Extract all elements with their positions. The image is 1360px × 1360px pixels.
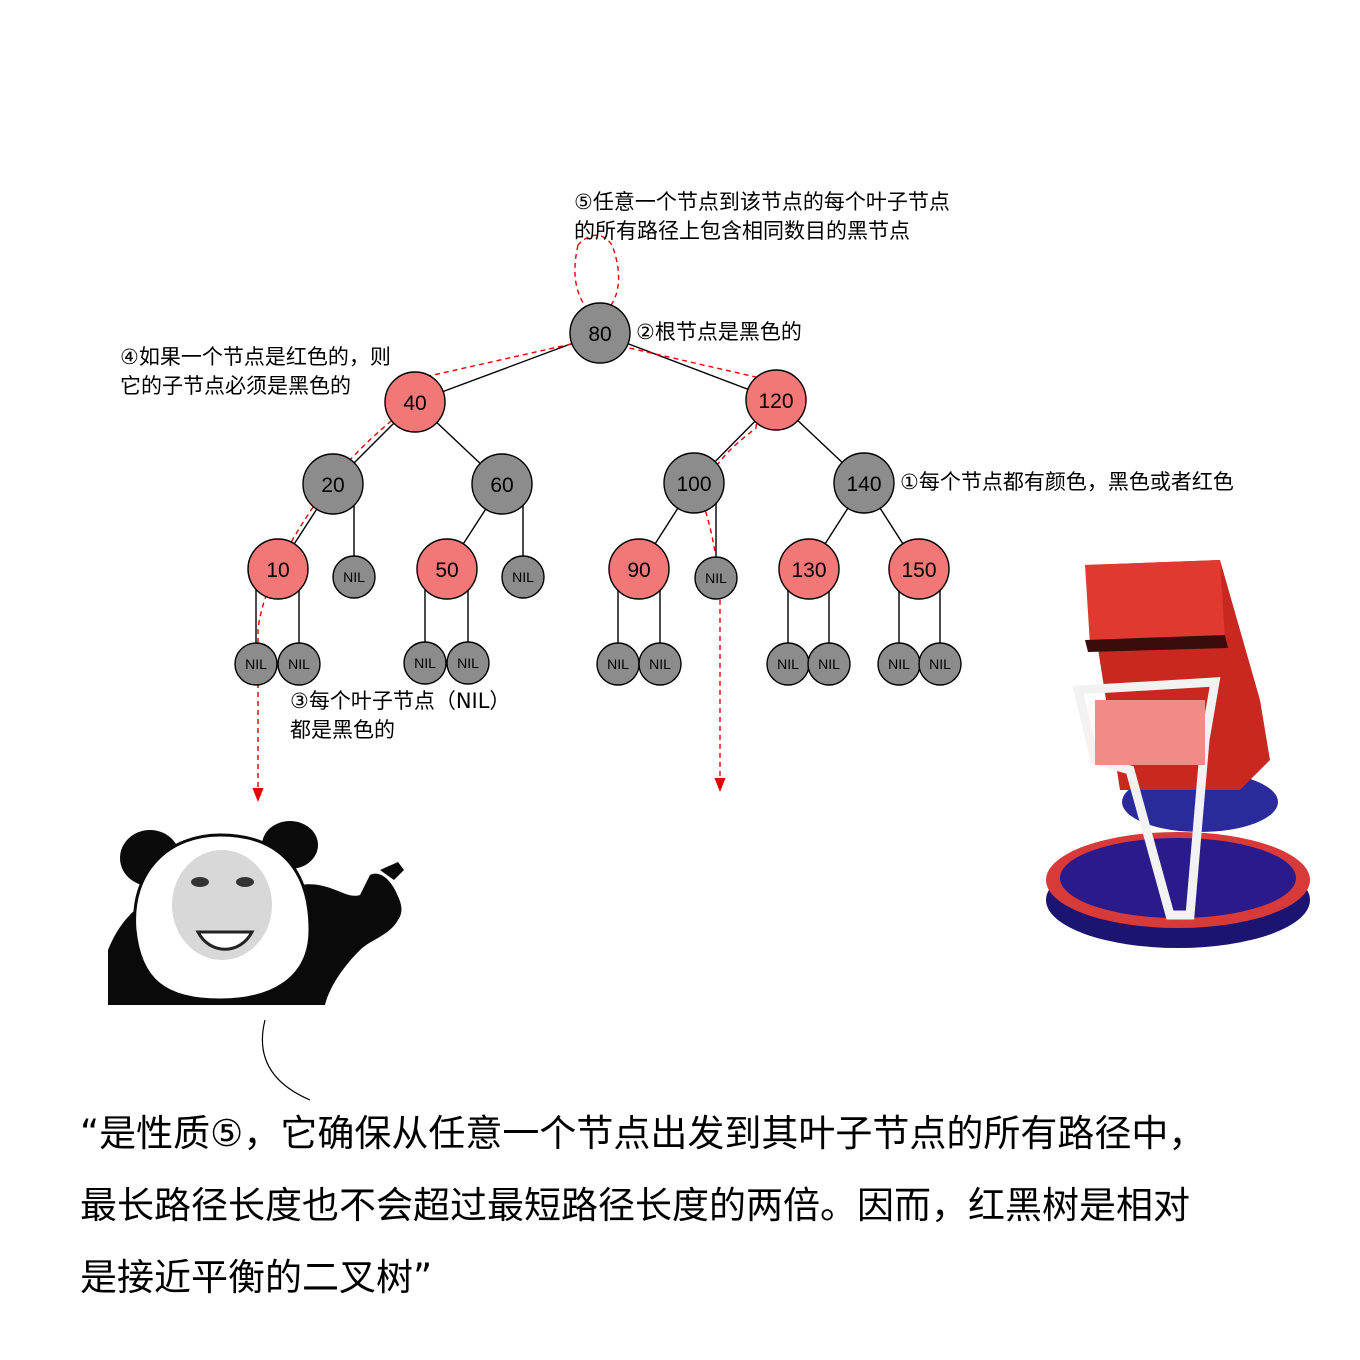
node-circle <box>745 369 807 431</box>
node-circle <box>403 641 447 685</box>
node-label: 40 <box>403 392 426 415</box>
node-circle <box>247 538 309 600</box>
tree-node-140: 140 <box>833 452 895 514</box>
property-4-line-2: 它的子节点必须是黑色的 <box>120 374 351 398</box>
node-circle <box>888 538 950 600</box>
tree-node-90: 90 <box>608 538 670 600</box>
quote-line-2: 最长路径长度也不会超过最短路径长度的两倍。因而，红黑树是相对 <box>80 1184 1190 1227</box>
quote-line-1: “是性质⑤，它确保从任意一个节点出发到其叶子节点的所有路径中， <box>80 1112 1206 1155</box>
node-label: NIL <box>607 656 629 672</box>
node-label: 20 <box>321 474 344 497</box>
property-1-annotation: ①每个节点都有颜色，黑色或者红色 <box>900 470 1234 494</box>
quote-line-3: 是接近平衡的二叉树” <box>80 1256 433 1299</box>
node-label: 130 <box>791 559 826 582</box>
node-label: NIL <box>929 656 951 672</box>
node-circle <box>638 642 682 686</box>
node-label: NIL <box>414 655 436 671</box>
node-label: NIL <box>649 656 671 672</box>
node-label: 60 <box>490 474 513 497</box>
node-circle <box>833 452 895 514</box>
nil-leaf-node: NIL <box>807 642 851 686</box>
tree-node-120: 120 <box>745 369 807 431</box>
tree-node-50: 50 <box>416 538 478 600</box>
node-circle <box>807 642 851 686</box>
node-label: 10 <box>266 559 289 582</box>
property-4-annotation: ④如果一个节点是红色的，则 它的子节点必须是黑色的 <box>120 343 391 401</box>
nil-leaf-node: NIL <box>694 556 738 600</box>
node-circle <box>277 642 321 686</box>
node-circle <box>471 453 533 515</box>
node-label: 80 <box>588 323 611 346</box>
node-label: NIL <box>288 656 310 672</box>
nil-leaf-node: NIL <box>918 642 962 686</box>
property-2-annotation: ②根节点是黑色的 <box>636 320 802 344</box>
nil-leaf-node: NIL <box>501 555 545 599</box>
node-circle <box>569 302 631 364</box>
tree-node-100: 100 <box>663 452 725 514</box>
node-label: NIL <box>457 655 479 671</box>
property-5-line-2: 的所有路径上包含相同数目的黑节点 <box>574 219 910 243</box>
node-label: NIL <box>245 656 267 672</box>
node-label: 140 <box>846 473 881 496</box>
node-label: NIL <box>705 570 727 586</box>
tree-node-130: 130 <box>778 538 840 600</box>
nil-leaf-node: NIL <box>638 642 682 686</box>
nil-leaf-node: NIL <box>446 641 490 685</box>
panda-meme-image <box>108 821 404 1005</box>
node-label: NIL <box>343 569 365 585</box>
node-circle <box>918 642 962 686</box>
speech-tail <box>261 1019 311 1101</box>
node-label: NIL <box>818 656 840 672</box>
property-5-line-1: ⑤任意一个节点到该节点的每个叶子节点 <box>574 190 950 214</box>
property-4-line-1: ④如果一个节点是红色的，则 <box>120 345 391 369</box>
node-label: NIL <box>512 569 534 585</box>
property-3-line-2: 都是黑色的 <box>290 718 395 742</box>
path-right-arrow <box>611 343 761 792</box>
node-circle <box>332 555 376 599</box>
property-5-annotation: ⑤任意一个节点到该节点的每个叶子节点 的所有路径上包含相同数目的黑节点 <box>574 188 950 246</box>
node-circle <box>302 453 364 515</box>
node-circle <box>234 642 278 686</box>
path-loop-arrow <box>574 234 620 319</box>
tree-node-40: 40 <box>384 371 446 433</box>
node-circle <box>663 452 725 514</box>
node-label: 90 <box>627 559 650 582</box>
tree-node-150: 150 <box>888 538 950 600</box>
property-3-annotation: ③每个叶子节点（NIL） 都是黑色的 <box>290 687 510 745</box>
node-circle <box>778 538 840 600</box>
tree-node-60: 60 <box>471 453 533 515</box>
node-label: 100 <box>676 473 711 496</box>
property-3-line-1: ③每个叶子节点（NIL） <box>290 689 511 713</box>
node-circle <box>416 538 478 600</box>
node-label: NIL <box>777 656 799 672</box>
nil-leaf-node: NIL <box>277 642 321 686</box>
nil-leaf-node: NIL <box>234 642 278 686</box>
edge-n80-n120 <box>599 332 777 401</box>
node-label: 50 <box>435 559 458 582</box>
tree-node-20: 20 <box>302 453 364 515</box>
quote-caption: “是性质⑤，它确保从任意一个节点出发到其叶子节点的所有路径中， 最长路径长度也不… <box>80 1098 1310 1314</box>
tree-node-10: 10 <box>247 538 309 600</box>
nil-leaf-node: NIL <box>877 642 921 686</box>
nil-leaf-node: NIL <box>332 555 376 599</box>
node-circle <box>446 641 490 685</box>
node-circle <box>694 556 738 600</box>
node-label: 120 <box>758 390 793 413</box>
node-circle <box>608 538 670 600</box>
red-chair-image <box>1046 560 1310 948</box>
node-label: NIL <box>888 656 910 672</box>
node-circle <box>501 555 545 599</box>
tree-node-80: 80 <box>569 302 631 364</box>
nil-leaf-node: NIL <box>596 642 640 686</box>
nil-leaf-node: NIL <box>766 642 810 686</box>
node-label: 150 <box>901 559 936 582</box>
nil-leaf-node: NIL <box>403 641 447 685</box>
node-circle <box>384 371 446 433</box>
